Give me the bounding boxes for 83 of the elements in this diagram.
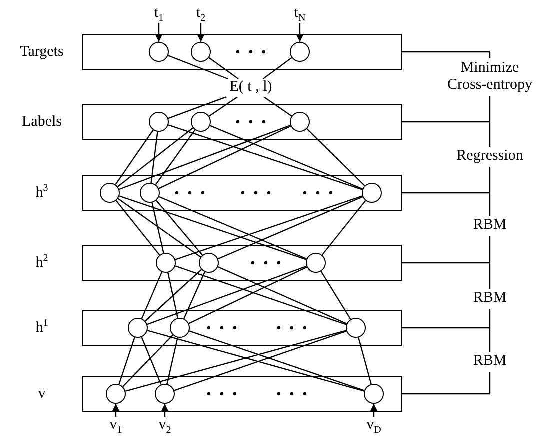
neuron-circle <box>364 384 384 404</box>
connection-line <box>306 128 366 186</box>
neuron-circle <box>290 112 310 132</box>
neuron-circle <box>198 252 218 272</box>
stage-label: Minimize Cross-entropy <box>446 60 534 94</box>
connection-line <box>175 266 347 326</box>
stage-label: Regression <box>456 148 524 165</box>
arrow <box>112 404 120 417</box>
connection-line <box>122 334 174 388</box>
connection-line <box>208 96 238 117</box>
connection-line <box>141 272 163 320</box>
connection-line <box>116 200 160 256</box>
layer-name: h$^{1}$ <box>34 319 50 337</box>
connection-line <box>141 337 162 385</box>
connection-line <box>119 196 307 260</box>
connection-line <box>147 266 307 326</box>
input-label: v$_{1}$ <box>108 417 124 435</box>
connection-line <box>150 132 158 184</box>
connection-line <box>147 330 365 392</box>
connection-line <box>208 57 239 80</box>
connection-line <box>144 269 202 322</box>
neuron-circle <box>346 318 366 338</box>
connection-line <box>168 272 178 318</box>
neuron-circle <box>156 252 176 272</box>
neuron-circle <box>148 112 168 132</box>
arrow <box>155 23 163 42</box>
connection-line <box>218 266 348 324</box>
input-label: t$_{N}$ <box>291 5 309 23</box>
arrow <box>197 23 205 42</box>
neuron-circle <box>290 42 310 62</box>
input-label: v$_{2}$ <box>157 417 173 435</box>
layer-name: Targets <box>19 43 65 61</box>
connection-line <box>189 330 365 392</box>
connection-line <box>115 130 154 186</box>
connection-line <box>264 96 292 117</box>
stage-label: RBM <box>472 217 508 234</box>
connection-line <box>152 202 164 254</box>
connection-line <box>166 338 178 384</box>
input-label: t$_{1}$ <box>151 5 167 23</box>
connection-line <box>118 337 136 385</box>
neuron-circle <box>362 182 382 202</box>
neuron-circle <box>128 318 148 338</box>
layer-name: v <box>37 385 47 403</box>
layer-name: Labels <box>21 113 63 131</box>
connection-line <box>262 57 292 80</box>
neuron-circle <box>154 384 174 404</box>
connection-line <box>210 125 363 190</box>
neuron-circle <box>190 42 210 62</box>
arrow <box>296 23 304 42</box>
neuron-circle <box>190 112 210 132</box>
input-label: v$_{D}$ <box>365 417 383 435</box>
layer-name: h$^{3}$ <box>34 184 50 202</box>
connection-line <box>184 272 206 320</box>
connection-line <box>168 124 363 190</box>
connection-line <box>118 198 202 258</box>
connection-line <box>218 196 364 260</box>
arrow <box>161 404 169 417</box>
neuron-circle <box>148 42 168 62</box>
connection-line <box>155 130 196 186</box>
connection-line <box>320 271 352 320</box>
neuron-circle <box>140 182 160 202</box>
connection-line <box>125 330 347 392</box>
connection-line <box>119 124 291 190</box>
connection-line <box>322 200 366 256</box>
connection-line <box>175 196 363 260</box>
input-label: t$_{2}$ <box>193 5 209 23</box>
connection-line <box>158 126 292 190</box>
connection-line <box>158 196 308 260</box>
layer-name: h$^{2}$ <box>34 254 50 272</box>
connection-line <box>188 266 308 324</box>
connection-line <box>168 96 227 120</box>
connection-line <box>168 55 228 80</box>
connection-line <box>358 338 372 384</box>
neuron-circle <box>100 182 120 202</box>
neuron-circle <box>170 318 190 338</box>
stage-label: RBM <box>472 353 508 370</box>
connection-line <box>174 330 347 392</box>
arrow <box>370 404 378 417</box>
stage-label: RBM <box>472 290 508 307</box>
neuron-circle <box>106 384 126 404</box>
connection-line <box>118 128 194 188</box>
neuron-circle <box>306 252 326 272</box>
connection-line <box>156 200 204 256</box>
